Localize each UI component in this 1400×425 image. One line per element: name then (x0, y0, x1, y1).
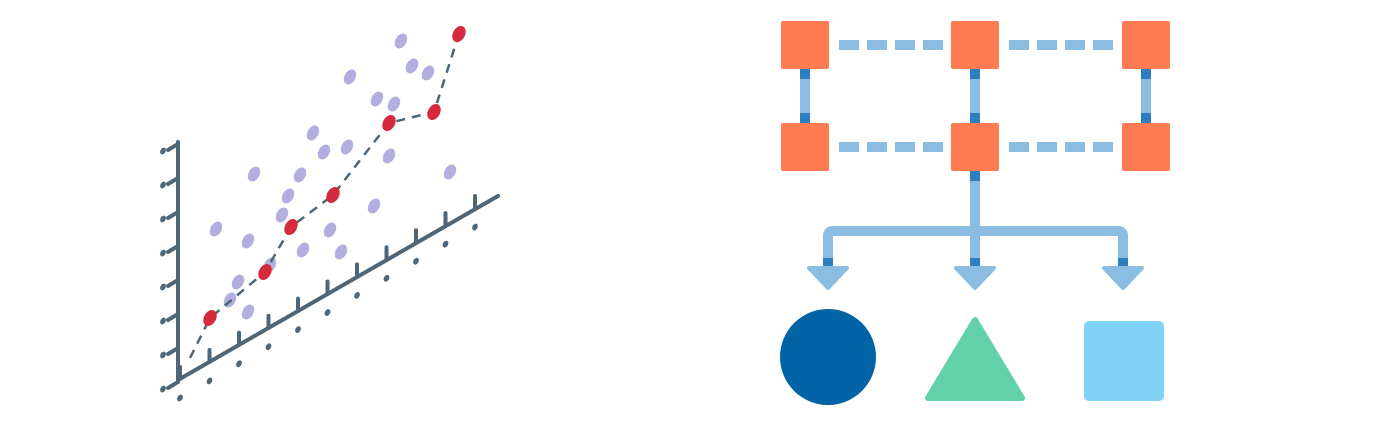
scatter-point (241, 233, 255, 249)
axis-tick-mark (160, 317, 166, 325)
axis-tick-mark (442, 240, 449, 248)
axis-tick (166, 142, 180, 152)
axis-tick-mark (160, 215, 166, 223)
link-cap (1141, 113, 1151, 123)
scatter-point (293, 167, 307, 183)
scatter-point (394, 33, 408, 49)
axis-tick (166, 346, 180, 356)
stem-link (970, 171, 980, 236)
trend-point (284, 219, 298, 235)
arrow-head (807, 266, 849, 290)
link-cap (1118, 258, 1128, 268)
axis-tick-mark (413, 257, 419, 265)
axis-tick-mark (265, 343, 272, 351)
axis-tick-mark (160, 351, 166, 359)
scatter-point (317, 144, 331, 160)
scatter-point (421, 65, 435, 81)
axis-tick-mark (236, 360, 242, 368)
flow-diagram-illustration (780, 21, 1170, 405)
axis-tick-mark (160, 147, 166, 155)
axis-tick-mark (160, 249, 166, 257)
scatter-point (231, 274, 245, 290)
scatter-point (343, 69, 357, 85)
output-triangle (925, 317, 1025, 401)
axis-tick (166, 278, 180, 288)
grid-node (781, 123, 829, 171)
link-cap (970, 258, 980, 268)
axis-tick (166, 312, 180, 322)
scatter-plot-illustration (160, 26, 500, 402)
scatter-point (367, 198, 381, 214)
axis-tick (166, 176, 180, 186)
scatter-point (382, 148, 396, 164)
grid-node (1122, 123, 1170, 171)
link-cap (1141, 69, 1151, 79)
axis-tick-mark (354, 292, 360, 299)
scatter-point (281, 188, 295, 204)
grid-node (1122, 21, 1170, 69)
grid-node (781, 21, 829, 69)
scatter-point (340, 139, 354, 155)
grid-node (951, 21, 999, 69)
trend-point (452, 26, 466, 42)
scatter-point (247, 166, 261, 182)
scatter-point (443, 164, 457, 180)
link-cap (970, 171, 980, 181)
branch-drop (970, 231, 980, 269)
link-cap (823, 258, 833, 268)
trend-point (258, 264, 272, 280)
vertical-link (1141, 69, 1151, 123)
trend-line (188, 33, 461, 359)
trend-point (326, 187, 340, 203)
axis-tick-mark (206, 377, 213, 385)
axis-tick-mark (472, 223, 478, 231)
axis-tick (166, 210, 180, 220)
scatter-point (334, 244, 348, 260)
scatter-point (209, 221, 223, 237)
trend-point (203, 310, 217, 326)
scatter-point (405, 58, 419, 74)
axis-tick-mark (160, 181, 166, 189)
link-cap (970, 113, 980, 123)
axis-tick-mark (160, 283, 166, 291)
vertical-link (800, 69, 810, 123)
trend-point (382, 115, 396, 131)
scatter-point (296, 242, 310, 258)
arrow-head (954, 266, 996, 290)
grid-node (951, 123, 999, 171)
axis-tick-mark (295, 326, 301, 333)
scatter-point (370, 91, 384, 107)
axis-tick-mark (177, 394, 183, 402)
axis-tick (166, 244, 180, 254)
scatter-point (241, 304, 255, 320)
output-circle (780, 309, 876, 405)
arrow-head (1102, 266, 1144, 290)
vertical-link (970, 69, 980, 123)
axis-tick (166, 380, 180, 390)
scatter-point (323, 222, 337, 238)
axis-tick-mark (160, 385, 166, 393)
output-square (1084, 321, 1164, 401)
trend-point (427, 104, 441, 120)
link-cap (970, 69, 980, 79)
link-cap (800, 113, 810, 123)
scatter-point (387, 96, 401, 112)
scatter-point (275, 207, 289, 223)
axis-tick-mark (324, 309, 331, 316)
link-cap (800, 69, 810, 79)
axis-tick-mark (383, 274, 390, 282)
scatter-point (306, 125, 320, 141)
